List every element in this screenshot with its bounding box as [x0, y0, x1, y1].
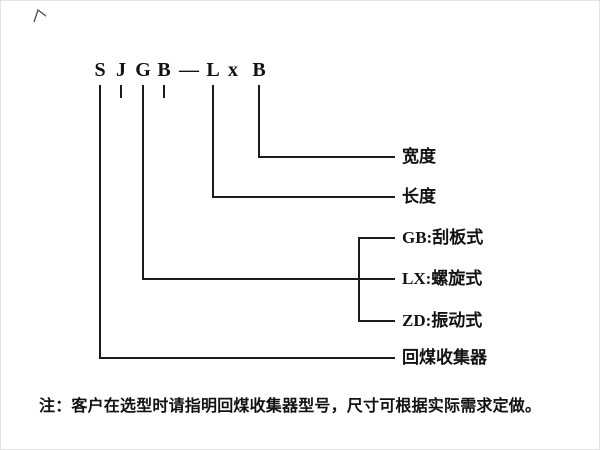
model-char: x [228, 59, 238, 81]
product-label: 回煤收集器 [402, 348, 487, 367]
type-option-lx: LX:螺旋式 [402, 269, 483, 288]
length-label: 长度 [402, 187, 436, 206]
model-char: S [94, 59, 106, 81]
model-char: B [157, 59, 171, 81]
width-label: 宽度 [402, 147, 436, 166]
corner-mark [33, 8, 47, 23]
model-char: G [135, 59, 151, 81]
type-option-zd: ZD:振动式 [402, 311, 483, 330]
model-char-dash: — [179, 59, 199, 81]
type-option-gb: GB:刮板式 [402, 228, 484, 247]
selection-note: 注：客户在选型时请指明回煤收集器型号，尺寸可根据实际需求定做。 [39, 398, 542, 415]
model-char: J [116, 59, 126, 81]
model-char: L [206, 59, 220, 81]
model-char: B [252, 59, 266, 81]
